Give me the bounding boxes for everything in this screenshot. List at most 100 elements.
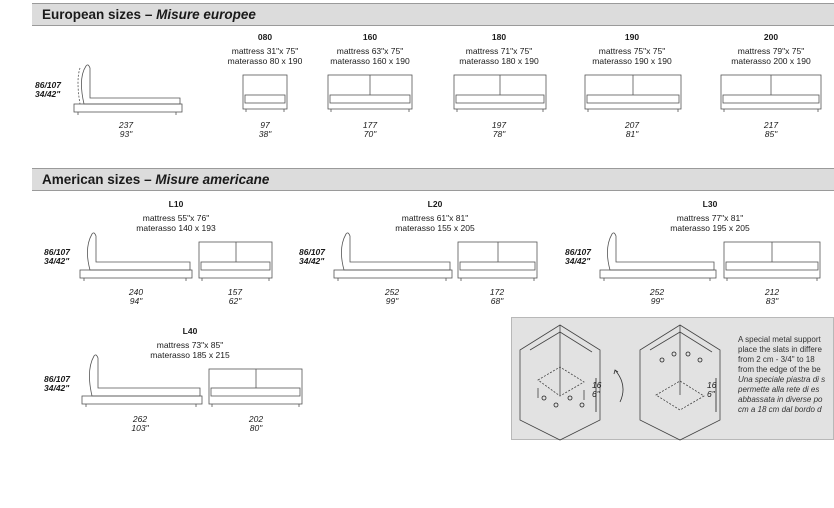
support-note-en-4: from the edge of the be [738,365,821,374]
american-heading-sep: – [144,172,152,187]
us-height-cm-l20: 86/107 [299,247,325,257]
eu-top-080 [242,74,288,112]
us-mattress-l30: mattress 77"x 81" [676,213,744,223]
eu-mattress-180: mattress 71"x 75" [465,46,533,56]
eu-width-in-160: 70" [363,129,377,139]
us-width-cm-l10: 157 [227,287,243,297]
eu-materasso-190: materasso 190 x 190 [592,56,672,66]
us-materasso-l20: materasso 155 x 205 [395,223,475,233]
american-heading-it: Misure americane [155,172,270,187]
support-dim-in-right: 6" [707,389,715,399]
support-note-it-2: permette alla rete di es [738,385,820,394]
american-sizes-header: American sizes – Misure americane [32,168,834,191]
us-height-in-l10: 34/42" [44,256,70,266]
l20-side-view [333,232,453,281]
support-note-it-4: cm a 18 cm dal bordo d [738,405,822,414]
us-code-l30: L30 [702,199,718,209]
us-materasso-l10: materasso 140 x 193 [136,223,216,233]
eu-width-in-080: 38" [258,129,272,139]
eu-code-190: 190 [624,32,640,42]
european-heading-it: Misure europee [156,7,256,22]
eu-code-180: 180 [491,32,507,42]
us-materasso-l40: materasso 185 x 215 [150,350,230,360]
american-heading-en: American sizes [42,172,141,187]
eu-width-cm-180: 197 [491,120,507,130]
us-height-in-l20: 34/42" [299,256,325,266]
support-note-en-1: A special metal support [738,335,821,344]
eu-mattress-190: mattress 75"x 75" [598,46,666,56]
eu-width-cm-080: 97 [260,120,270,130]
support-note-en-2: place the slats in differe [738,345,822,354]
eu-top-160 [327,74,413,112]
us-height-cm-l40: 86/107 [44,374,70,384]
eu-code-160: 160 [362,32,378,42]
eu-mattress-160: mattress 63"x 75" [336,46,404,56]
us-height-cm-l10: 86/107 [44,247,70,257]
european-sizes-header: European sizes – Misure europee [32,3,834,26]
l30-top-view [723,241,821,281]
eu-top-190 [584,74,682,112]
l30-side-view [599,232,717,281]
us-length-cm-l40: 262 [132,414,148,424]
eu-code-080: 080 [257,32,273,42]
us-code-l40: L40 [182,326,198,336]
us-code-l10: L10 [168,199,184,209]
support-dim-cm-right: 16 [707,380,717,390]
eu-materasso-080: materasso 80 x 190 [227,56,303,66]
eu-width-cm-160: 177 [362,120,378,130]
l40-top-view [208,368,303,407]
european-heading-sep: – [144,7,153,22]
eu-height-in: 34/42" [35,89,61,99]
us-length-in-l20: 99" [385,296,399,306]
eu-top-180 [453,74,547,112]
support-note-en-3: from 2 cm - 3/4" to 18 [738,355,815,364]
us-width-in-l30: 83" [765,296,779,306]
us-width-in-l20: 68" [490,296,504,306]
us-length-cm-l20: 252 [384,287,400,297]
eu-materasso-200: materasso 200 x 190 [731,56,811,66]
us-length-cm-l30: 252 [649,287,665,297]
eu-materasso-180: materasso 180 x 190 [459,56,539,66]
eu-mattress-080: mattress 31"x 75" [231,46,299,56]
eu-width-cm-190: 207 [624,120,640,130]
l40-side-view [81,354,203,407]
eu-width-in-190: 81" [625,129,639,139]
support-note-it-3: abbassata in diverse po [738,395,823,404]
eu-materasso-160: materasso 160 x 190 [330,56,410,66]
us-length-in-l30: 99" [650,296,664,306]
support-dim-cm-left: 16 [592,380,602,390]
eu-length-in: 93" [119,129,133,139]
us-mattress-l10: mattress 55"x 76" [142,213,210,223]
support-note-it-1: Una speciale piastra di s [738,375,826,384]
us-length-in-l10: 94" [129,296,143,306]
us-code-l20: L20 [427,199,443,209]
us-width-cm-l20: 172 [489,287,505,297]
support-note-text: A special metal support place the slats … [738,335,834,415]
l10-top-view [198,241,273,281]
eu-width-in-180: 78" [492,129,506,139]
us-materasso-l30: materasso 195 x 205 [670,223,750,233]
us-width-in-l10: 62" [228,296,242,306]
eu-code-200: 200 [763,32,779,42]
eu-mattress-200: mattress 79"x 75" [737,46,805,56]
us-width-in-l40: 80" [249,423,263,433]
eu-width-in-200: 85" [764,129,778,139]
us-height-cm-l30: 86/107 [565,247,591,257]
support-note-panel [511,317,834,440]
us-mattress-l20: mattress 61"x 81" [401,213,469,223]
eu-width-cm-200: 217 [763,120,779,130]
us-width-cm-l40: 202 [248,414,264,424]
us-length-cm-l10: 240 [128,287,144,297]
eu-length-cm: 237 [118,120,134,130]
support-dim-in-left: 6" [592,389,600,399]
eu-top-200 [720,74,822,112]
european-heading-en: European sizes [42,7,142,22]
eu-side-view [73,64,183,115]
us-height-in-l30: 34/42" [565,256,591,266]
us-length-in-l40: 103" [131,423,149,433]
eu-height-cm: 86/107 [35,80,61,90]
us-mattress-l40: mattress 73"x 85" [156,340,224,350]
us-height-in-l40: 34/42" [44,383,70,393]
